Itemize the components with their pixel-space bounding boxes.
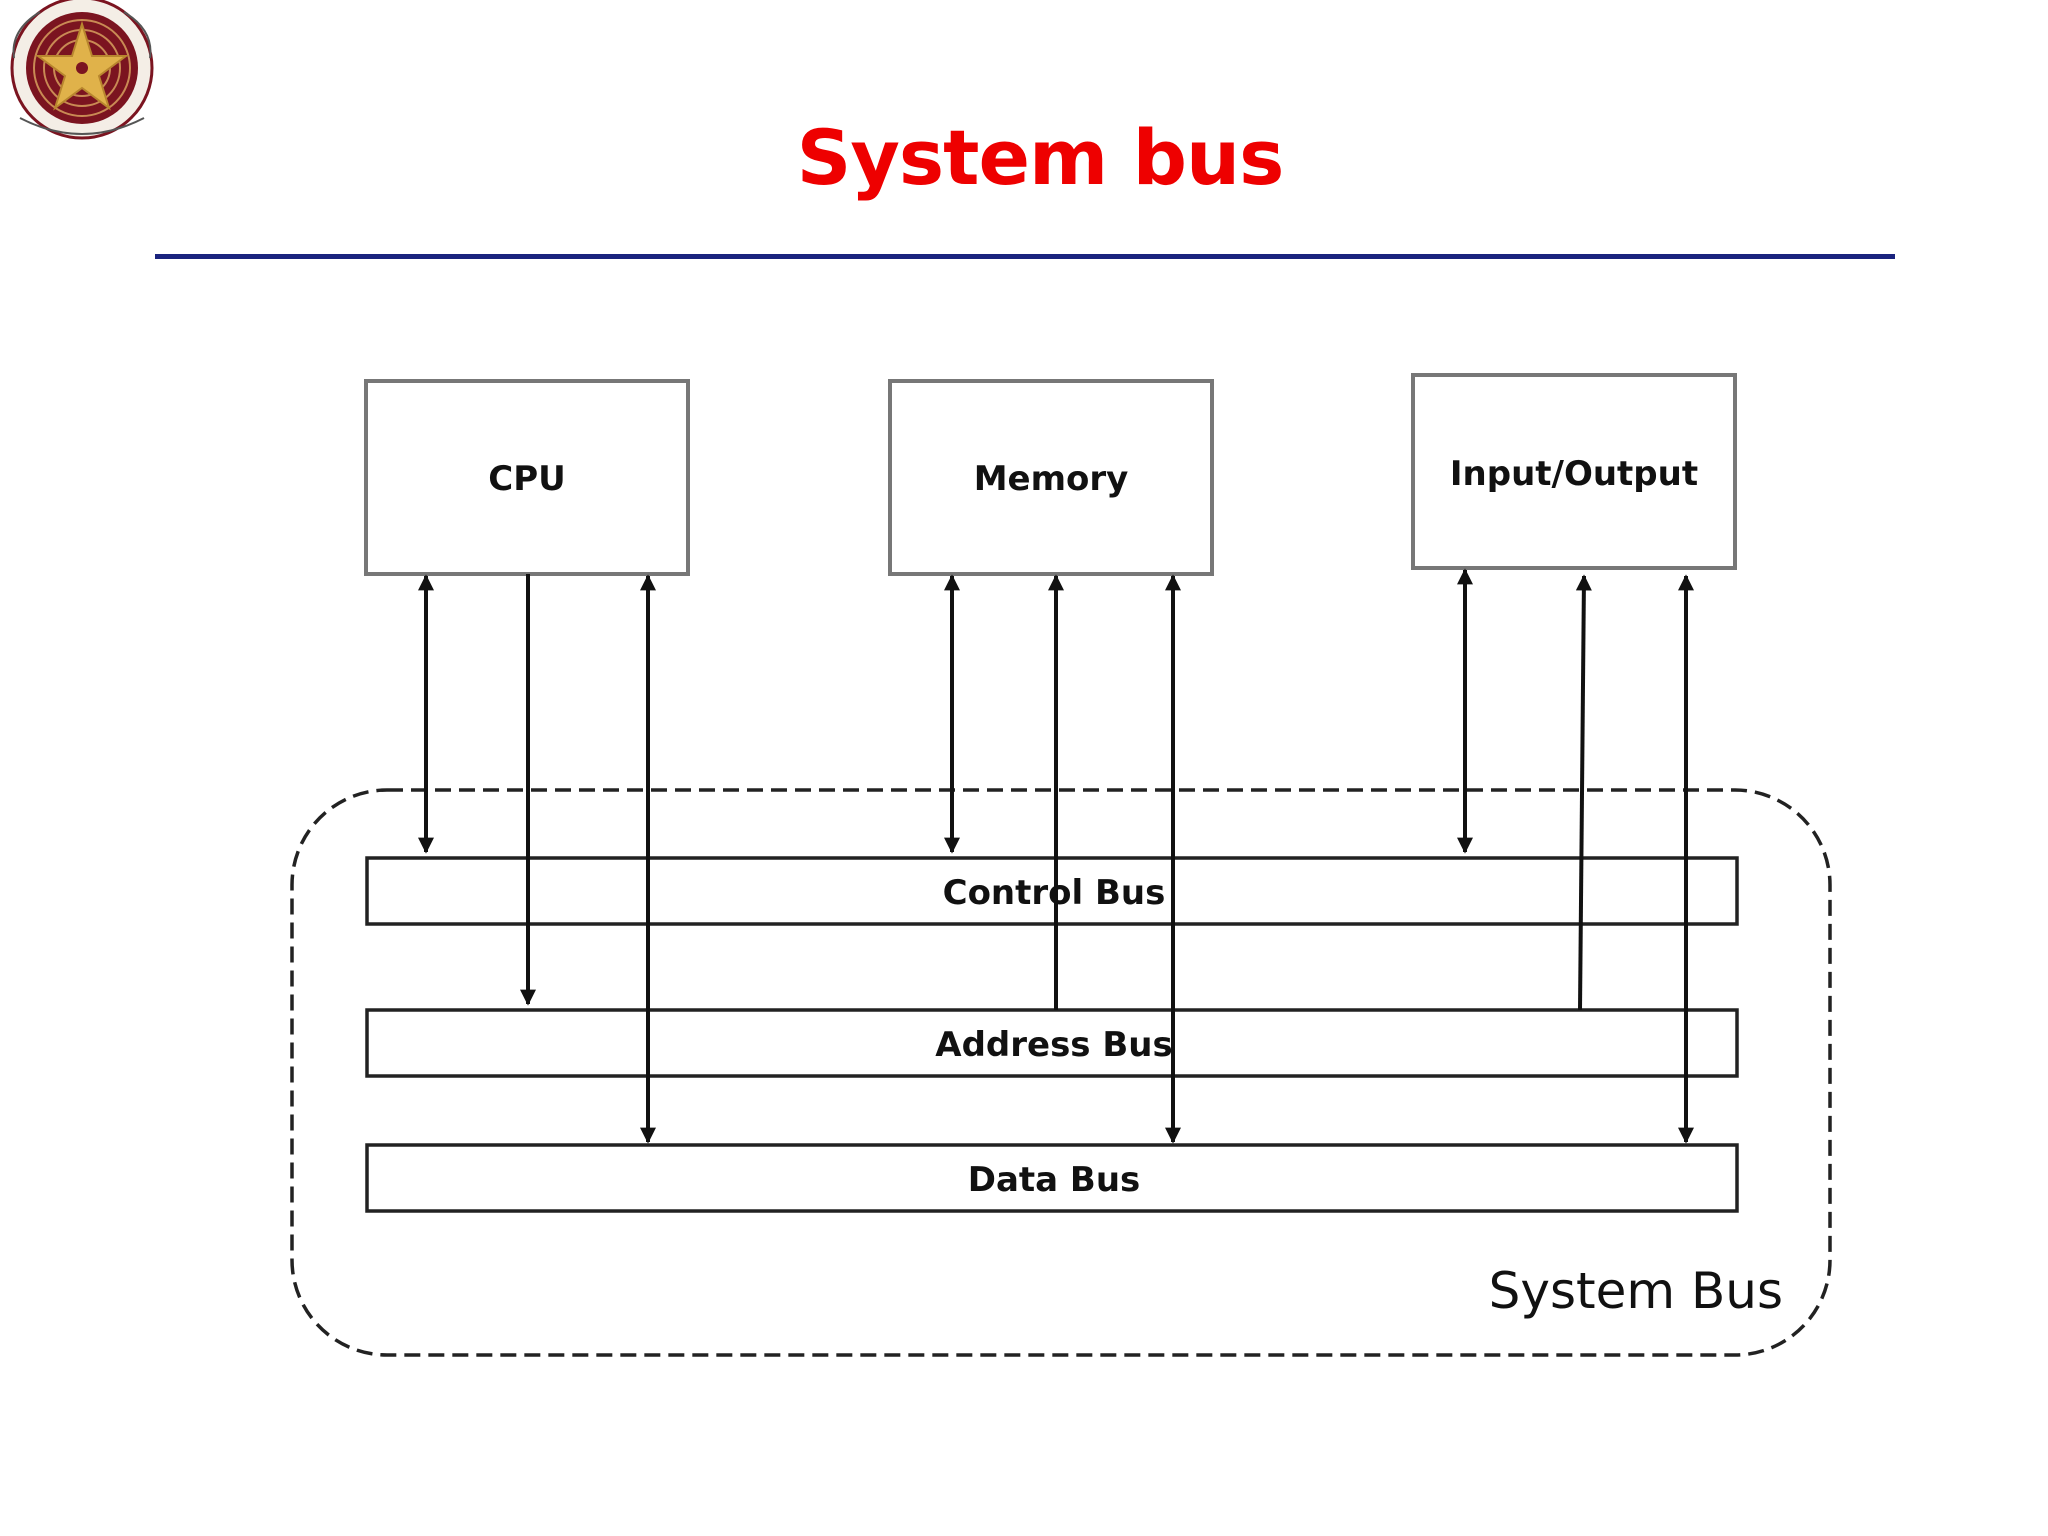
- system-bus-group: [290, 788, 1832, 1357]
- memory-label: Memory: [974, 459, 1129, 499]
- slide-title: System bus: [796, 113, 1285, 202]
- input-output-box: [1411, 373, 1737, 570]
- cpu-label: CPU: [488, 459, 565, 499]
- input-output-label: Input/Output: [1450, 454, 1698, 494]
- cpu-box: [364, 379, 690, 576]
- control-bus-label: Control Bus: [943, 873, 1166, 913]
- control-bus-bar: [365, 856, 1739, 926]
- address-bus-label: Address Bus: [935, 1025, 1173, 1065]
- memory-box: [888, 379, 1214, 576]
- io-address-link: [1575, 574, 1592, 1011]
- system-bus-group-label: System Bus: [1489, 1262, 1783, 1320]
- university-seal-icon: [10, 0, 154, 140]
- data-bus-bar: [365, 1143, 1739, 1213]
- address-bus-bar: [365, 1008, 1739, 1078]
- university-seal-logo: [0, 0, 170, 165]
- title-divider: [155, 254, 1895, 259]
- data-bus-label: Data Bus: [968, 1160, 1141, 1200]
